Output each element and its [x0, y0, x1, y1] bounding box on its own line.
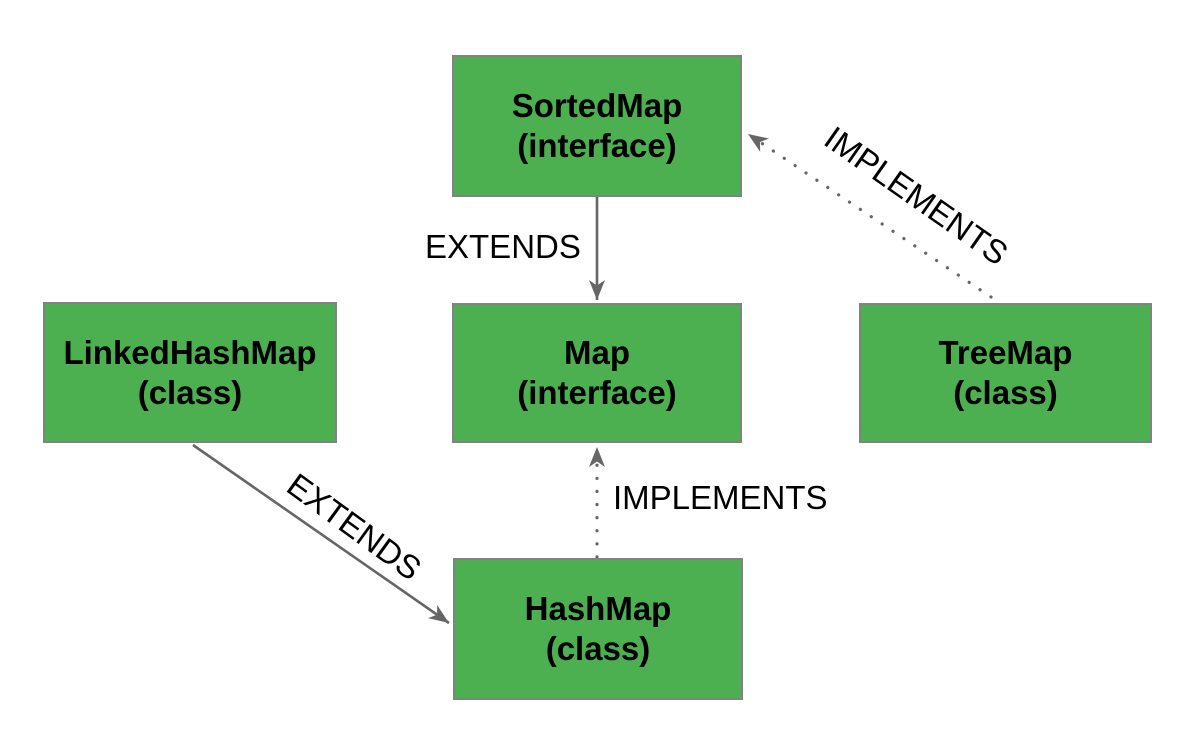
edge-label-implements-hashmap-map: IMPLEMENTS: [613, 479, 828, 516]
node-sortedmap-name: SortedMap: [511, 87, 683, 124]
node-treemap-name: TreeMap: [938, 334, 1073, 371]
node-linkedhashmap: LinkedHashMap (class): [43, 302, 337, 443]
node-sortedmap-kind: (interface): [517, 127, 677, 164]
node-map-name: Map: [564, 334, 630, 371]
node-sortedmap: SortedMap (interface): [452, 55, 742, 197]
node-linkedhashmap-kind: (class): [137, 373, 243, 411]
node-hashmap: HashMap (class): [453, 558, 743, 700]
node-hashmap-name: HashMap: [524, 590, 672, 627]
node-treemap-kind: (class): [953, 374, 1058, 411]
edge-label-extends-sortedmap-map: EXTENDS: [425, 228, 581, 265]
node-hashmap-kind: (class): [545, 630, 651, 667]
edge-extends-linkedhashmap-to-hashmap: [192, 443, 450, 625]
node-map-kind: (interface): [517, 374, 677, 411]
node-treemap: TreeMap (class): [859, 303, 1152, 443]
node-linkedhashmap-name: LinkedHashMap: [63, 333, 317, 371]
node-map: Map (interface): [452, 303, 742, 443]
